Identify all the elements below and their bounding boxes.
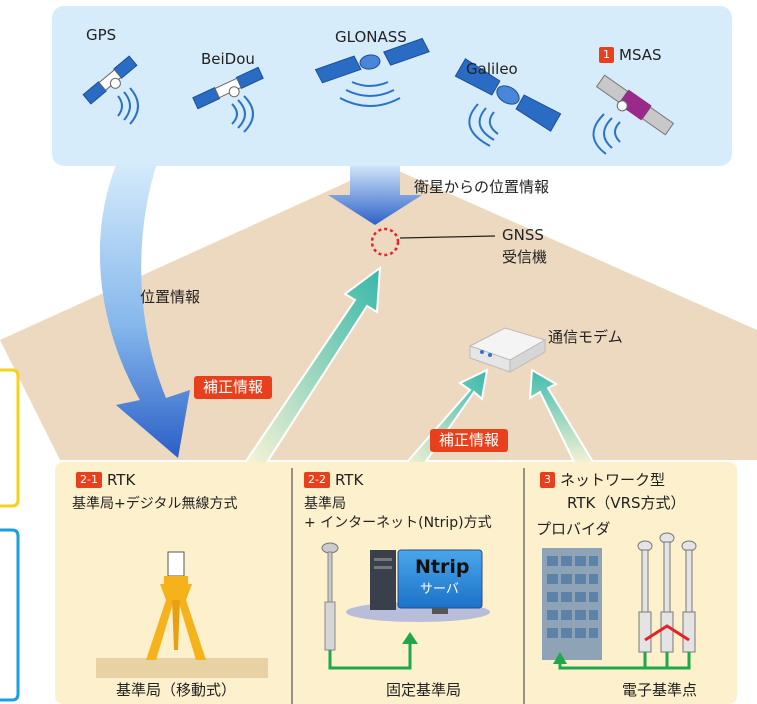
correction-info-tag-left: 補正情報 — [194, 376, 273, 399]
panel-network-rtk-provider: プロバイダ — [536, 520, 611, 538]
comm-modem-label: 通信モデム — [548, 328, 623, 346]
panel-rtk-ntrip-subtitle-line2: + インターネット(Ntrip)方式 — [304, 515, 492, 531]
reference-point-poles-icon — [637, 532, 697, 653]
provider-building-icon — [542, 548, 602, 660]
server-tower-icon — [370, 550, 396, 610]
glonass-label: GLONASS — [335, 28, 407, 46]
gps-label: GPS — [86, 26, 117, 44]
correction-info-tag-center: 補正情報 — [430, 429, 509, 452]
gnss-receiver-label-line1: GNSS — [502, 226, 544, 244]
ntrip-server-title: Ntrip — [415, 556, 470, 578]
network-cable-arrow — [553, 652, 567, 664]
panel-rtk-ntrip-badge: 2-2 — [304, 472, 330, 489]
tripod-base-station-icon — [146, 551, 206, 660]
galileo-label: Galileo — [466, 60, 518, 78]
panel-rtk-ntrip-subtitle-line1: 基準局 — [304, 496, 346, 512]
msas-satellite-icon — [595, 74, 675, 136]
msas-signal-icon — [592, 113, 621, 155]
reference-link — [644, 624, 690, 642]
beidou-satellite-icon — [192, 66, 264, 110]
panel-network-rtk-header: 3 ネットワーク型 — [540, 471, 666, 489]
blue-bracket — [0, 528, 20, 702]
ntrip-cable — [328, 640, 412, 670]
gps-satellite-icon — [82, 55, 138, 105]
panel-rtk-radio-bottom: 基準局（移動式） — [116, 681, 237, 699]
ntrip-server-sub: サーバ — [420, 582, 459, 597]
msas-badge: 1 — [599, 47, 614, 64]
panel-rtk-radio-title: RTK — [106, 471, 136, 489]
ground-plane — [0, 165, 757, 460]
ntrip-cable-arrow — [402, 632, 418, 644]
panel-network-rtk-title-line1: ネットワーク型 — [560, 471, 666, 489]
comm-modem-icon — [468, 327, 547, 373]
satellite-down-arrow — [328, 166, 422, 225]
panel-rtk-radio-subtitle: 基準局+デジタル無線方式 — [72, 496, 238, 512]
fixed-antenna-icon — [321, 542, 339, 651]
position-info-arrow — [99, 160, 190, 458]
glonass-satellite-icon — [314, 37, 430, 84]
glonass-signal-icon — [339, 81, 401, 107]
msas-text: MSAS — [619, 46, 662, 64]
ntrip-monitor-icon — [397, 549, 483, 614]
correction-arrow-rtk — [238, 265, 382, 471]
position-info-label: 位置情報 — [140, 288, 201, 306]
correction-arrow-network — [528, 368, 600, 471]
panel-rtk-ntrip-title: RTK — [334, 471, 364, 489]
msas-label: 1 MSAS — [599, 46, 662, 64]
receiver-leader-line — [399, 235, 496, 239]
satellite-position-label: 衛星からの位置情報 — [414, 178, 550, 196]
beidou-label: BeiDou — [201, 50, 255, 68]
sky-panel — [52, 6, 732, 166]
panel-rtk-ntrip-bottom: 固定基準局 — [386, 681, 462, 699]
panel-network-rtk-bottom: 電子基準点 — [622, 681, 698, 699]
gps-signal-icon — [117, 87, 139, 125]
yellow-bracket — [0, 368, 20, 508]
gnss-receiver-marker — [370, 227, 400, 257]
gnss-receiver-label-line2: 受信機 — [502, 248, 548, 266]
galileo-satellite-icon — [454, 58, 562, 132]
ground-slab — [96, 658, 268, 678]
beidou-signal-icon — [231, 95, 254, 133]
panel-rtk-radio-badge: 2-1 — [76, 472, 102, 489]
panel-network-rtk-title-line2: RTK（VRS方式） — [567, 494, 686, 512]
correction-arrow-ntrip — [397, 368, 489, 471]
panel-network-rtk-badge: 3 — [540, 472, 555, 489]
galileo-signal-icon — [468, 103, 499, 147]
